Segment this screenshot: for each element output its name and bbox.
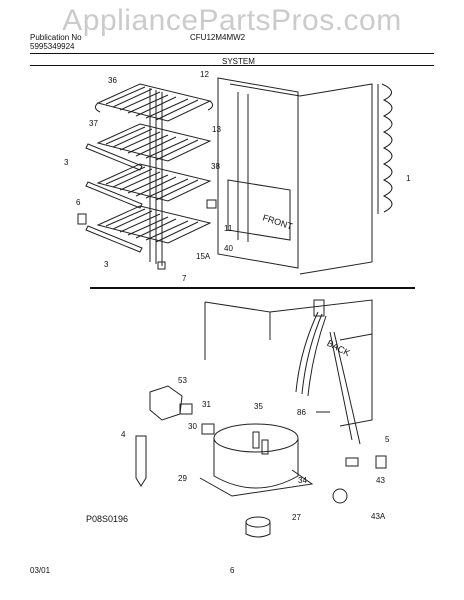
callout-29: 29 xyxy=(178,474,187,483)
callout-31: 31 xyxy=(202,400,211,409)
publication-label: Publication No xyxy=(30,33,82,42)
shelf-coil-3 xyxy=(96,163,212,202)
callout-4: 4 xyxy=(121,430,126,439)
callout-35: 35 xyxy=(254,402,263,411)
callout-43: 43 xyxy=(376,476,385,485)
callout-15a: 15A xyxy=(196,252,211,261)
callout-13: 13 xyxy=(212,125,221,134)
callout-36: 36 xyxy=(108,76,117,85)
model-number: CFU12M4MW2 xyxy=(190,33,246,42)
callout-27: 27 xyxy=(292,513,301,522)
shelf-coil-top xyxy=(94,83,214,122)
callout-1: 1 xyxy=(406,174,411,183)
page-number: 6 xyxy=(230,566,235,575)
callout-7: 7 xyxy=(182,274,187,283)
section-rule xyxy=(30,65,434,66)
callout-3-lower: 3 xyxy=(104,260,109,269)
callout-6: 6 xyxy=(76,198,81,207)
section-title: SYSTEM xyxy=(222,57,255,66)
callout-11: 11 xyxy=(224,224,233,233)
publication-number: 5995349924 xyxy=(30,42,75,51)
callout-53: 53 xyxy=(178,376,187,385)
figure-id: P08S0196 xyxy=(86,514,129,524)
callout-38: 38 xyxy=(211,162,220,171)
callout-40: 40 xyxy=(224,244,233,253)
callout-30: 30 xyxy=(188,422,197,431)
header-rule xyxy=(30,53,434,54)
callout-12: 12 xyxy=(200,70,209,79)
callout-37: 37 xyxy=(89,119,98,128)
callout-86: 86 xyxy=(297,408,306,417)
callout-43a: 43A xyxy=(371,512,386,521)
footer-date: 03/01 xyxy=(30,566,51,575)
callout-5: 5 xyxy=(385,435,390,444)
callout-34: 34 xyxy=(298,476,307,485)
callout-3-upper: 3 xyxy=(64,158,69,167)
